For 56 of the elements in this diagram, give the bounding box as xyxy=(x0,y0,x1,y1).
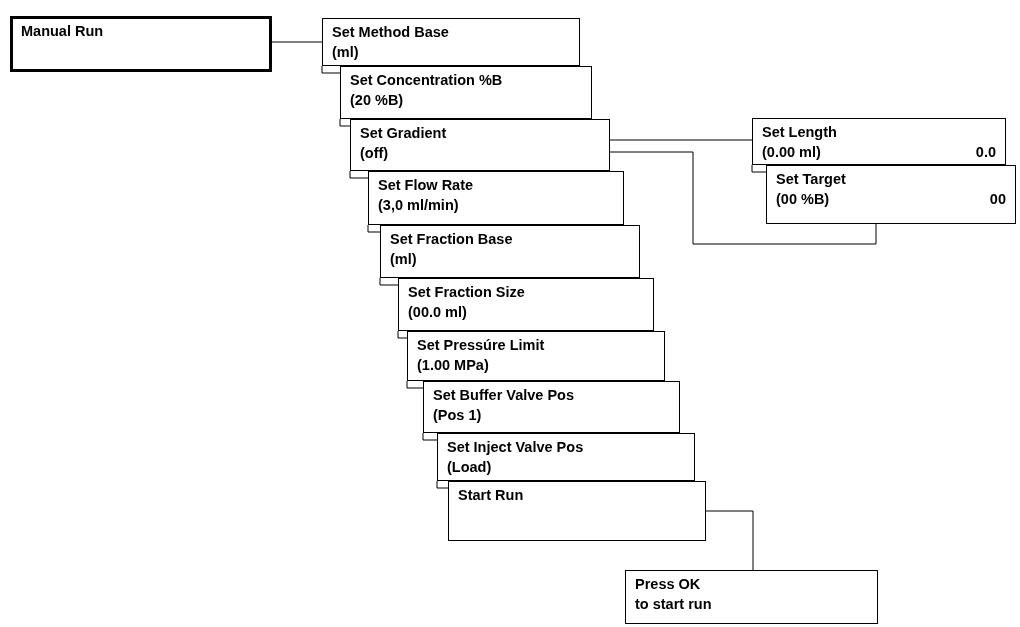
menu-box xyxy=(448,481,706,541)
menu-title: Set Flow Rate xyxy=(378,176,475,195)
connector-line xyxy=(436,480,449,489)
menu-box xyxy=(625,570,878,624)
menu-box xyxy=(437,433,695,481)
menu-title: Set Fraction Base xyxy=(390,230,514,249)
connector-line xyxy=(751,164,767,173)
connector-line xyxy=(271,41,323,43)
menu-box xyxy=(407,331,665,381)
menu-box xyxy=(368,171,624,225)
setting-value: (3,0 ml/min) xyxy=(378,196,459,215)
connector-line xyxy=(321,65,341,74)
setting-value: (00 %B) xyxy=(776,190,830,209)
menu-box xyxy=(10,16,272,72)
menu-box xyxy=(423,381,680,433)
menu-title: Start Run xyxy=(458,486,525,505)
menu-title: Set Inject Valve Pos xyxy=(447,438,585,457)
menu-title: Set Concentration %B xyxy=(350,71,504,90)
menu-title: Set Target xyxy=(776,170,847,189)
menu-title: Press OK xyxy=(635,575,702,594)
setting-value: (0.00 ml) xyxy=(762,143,821,162)
menu-box xyxy=(752,118,1006,165)
connector-line xyxy=(609,139,753,141)
menu-title: Manual Run xyxy=(21,22,105,41)
menu-box xyxy=(350,119,610,171)
menu-box xyxy=(766,165,1016,224)
connector-line xyxy=(705,510,754,571)
connector-line xyxy=(339,118,351,127)
setting-value: (Pos 1) xyxy=(433,406,482,425)
setting-value: (ml) xyxy=(390,250,417,269)
menu-box xyxy=(380,225,640,278)
menu-title: Set Method Base xyxy=(332,23,450,42)
connector-line xyxy=(422,432,438,441)
menu-box xyxy=(398,278,654,331)
setting-value: (20 %B) xyxy=(350,91,404,110)
menu-title: Set Length xyxy=(762,123,838,142)
connector-line xyxy=(379,277,399,286)
menu-title: Set Pressúre Limit xyxy=(417,336,546,355)
connector-line xyxy=(609,151,877,245)
menu-box xyxy=(322,18,580,66)
menu-title: Set Gradient xyxy=(360,124,448,143)
current-value: 00 xyxy=(989,190,1006,209)
setting-value: (1.00 MPa) xyxy=(417,356,489,375)
connector-line xyxy=(349,170,369,179)
menu-title: Set Buffer Valve Pos xyxy=(433,386,576,405)
current-value: 0.0 xyxy=(975,143,996,162)
menu-box xyxy=(340,66,592,119)
setting-value: (off) xyxy=(360,144,389,163)
setting-value: (00.0 ml) xyxy=(408,303,467,322)
connector-line xyxy=(367,224,381,233)
connector-line xyxy=(406,380,424,389)
connector-line xyxy=(397,330,408,339)
setting-value: to start run xyxy=(635,595,712,614)
menu-title: Set Fraction Size xyxy=(408,283,526,302)
setting-value: (Load) xyxy=(447,458,492,477)
setting-value: (ml) xyxy=(332,43,359,62)
